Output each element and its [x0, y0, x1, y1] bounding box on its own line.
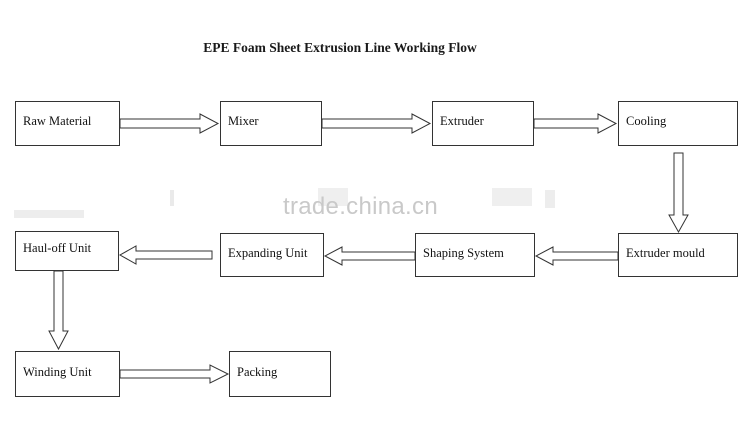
arrow-cooling-to-mould	[668, 152, 689, 234]
arrow-mixer-to-extruder	[321, 113, 432, 134]
arrow-raw-to-mixer	[119, 113, 220, 134]
watermark: trade.china.cn	[283, 193, 438, 220]
watermark-smudge	[545, 190, 555, 208]
diagram-title: EPE Foam Sheet Extrusion Line Working Fl…	[203, 40, 477, 55]
step-extruder-mould: Extruder mould	[618, 233, 738, 277]
step-shaping-system: Shaping System	[415, 233, 535, 277]
step-winding-unit: Winding Unit	[15, 351, 120, 397]
step-packing: Packing	[229, 351, 331, 397]
watermark-smudge	[492, 188, 532, 206]
step-mixer: Mixer	[220, 101, 322, 146]
step-cooling: Cooling	[618, 101, 738, 146]
watermark-smudge	[170, 190, 174, 206]
step-expanding-unit: Expanding Unit	[220, 233, 324, 277]
arrow-shaping-to-expanding	[323, 246, 416, 266]
watermark-smudge	[318, 188, 348, 206]
arrow-hauloff-to-winding	[48, 270, 69, 351]
arrow-extruder-to-cooling	[533, 113, 618, 134]
arrow-expanding-to-hauloff	[118, 245, 213, 265]
step-haul-off-unit: Haul-off Unit	[15, 231, 119, 271]
arrow-winding-to-packing	[119, 364, 230, 384]
arrow-mould-to-shaping	[534, 246, 619, 266]
watermark-smudge	[14, 210, 84, 218]
